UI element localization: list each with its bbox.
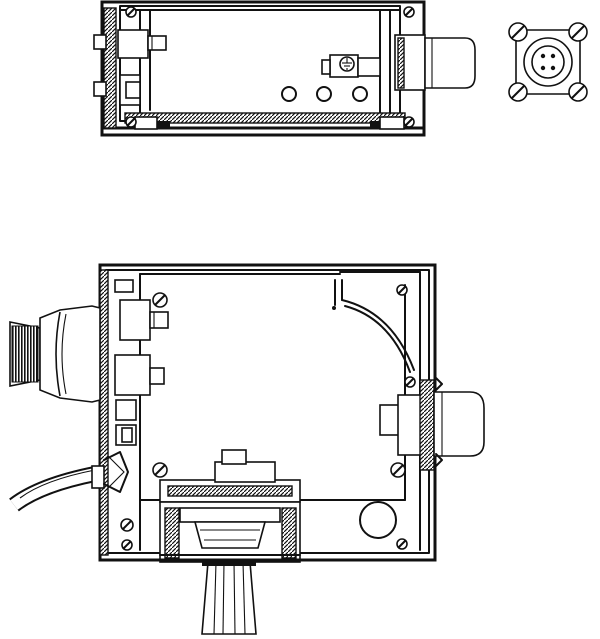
end-view: [508, 22, 588, 102]
panel-hole: [359, 501, 397, 539]
top-connector: [394, 34, 476, 91]
top-corner-screws: [125, 6, 415, 128]
cable-icon: [9, 451, 129, 512]
connector-icon: [433, 391, 485, 457]
panel-hole: [316, 86, 332, 102]
ground-symbol-icon: [339, 56, 355, 72]
side-left-controls: [114, 279, 169, 446]
knob-icon: [201, 561, 257, 635]
panel-hole: [281, 86, 297, 102]
lens-icon: [9, 305, 101, 403]
panel-hole: [352, 86, 368, 102]
potentiometer: [159, 449, 301, 563]
spring-bracket: [332, 279, 415, 373]
ground-terminal: [321, 54, 381, 78]
side-view: [9, 263, 485, 635]
top-left-controls: [93, 7, 167, 129]
top-view: [93, 0, 476, 137]
side-connector: [379, 377, 485, 471]
side-screws: [120, 284, 416, 551]
connector-icon: [424, 37, 476, 89]
